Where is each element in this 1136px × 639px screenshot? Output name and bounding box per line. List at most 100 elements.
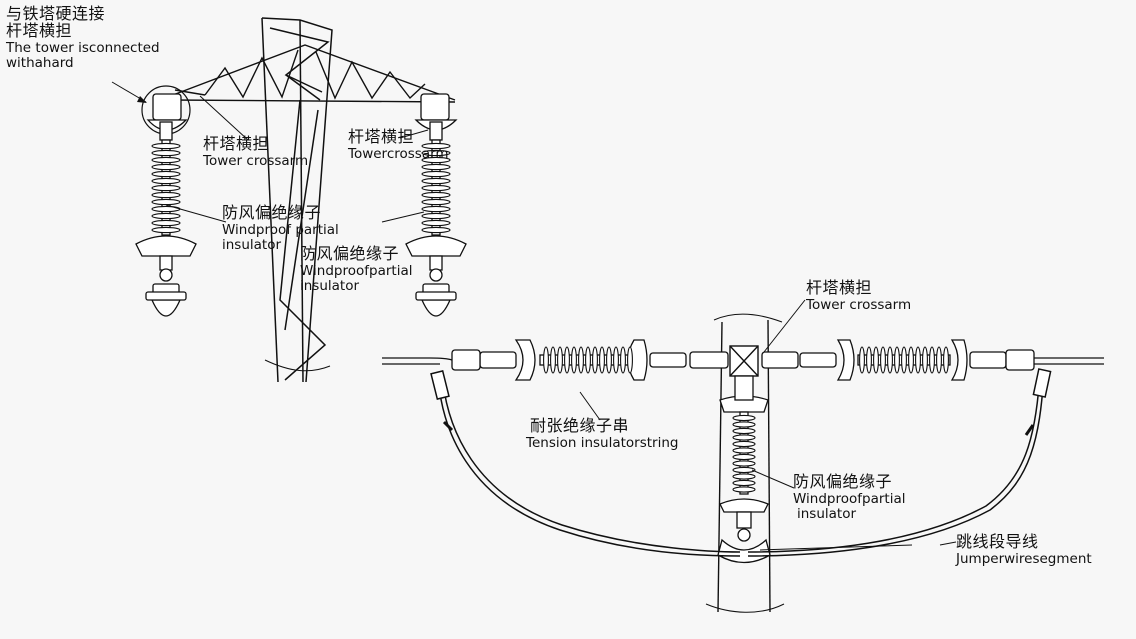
insulator-shed bbox=[543, 346, 549, 374]
insulator-shed bbox=[880, 346, 886, 374]
insulator-shed bbox=[151, 191, 181, 199]
insulator-shed bbox=[732, 486, 756, 493]
insulator-shed bbox=[859, 346, 865, 374]
crossarm-right-zh: 杆塔横担 bbox=[348, 127, 415, 146]
insulator-shed bbox=[732, 440, 756, 448]
insulator-shed bbox=[151, 205, 181, 213]
insulator-shed bbox=[732, 414, 756, 422]
insulator-shed bbox=[732, 453, 756, 461]
insulator-shed bbox=[421, 184, 451, 192]
insulator-shed bbox=[151, 163, 181, 171]
jumper-wire bbox=[430, 368, 1052, 557]
insulator-shed bbox=[151, 142, 181, 150]
insulator-shed bbox=[421, 198, 451, 206]
insulator-shed bbox=[873, 346, 879, 374]
insulator-shed bbox=[421, 156, 451, 164]
insulator-shed bbox=[564, 346, 570, 374]
insulator-shed bbox=[627, 346, 633, 374]
insulator-shed bbox=[421, 142, 451, 150]
crossarm-left-label: 杆塔横担 Tower crossarm bbox=[203, 135, 308, 168]
insulator-shed bbox=[915, 346, 921, 374]
insulator-shed bbox=[151, 219, 181, 227]
windproof-right-zh: 防风偏绝缘子 bbox=[300, 244, 400, 263]
upper-right-fitting bbox=[405, 235, 467, 317]
insulator-shed bbox=[421, 219, 451, 227]
insulator-shed bbox=[421, 163, 451, 171]
crossarm-lower-label: 杆塔横担 Tower crossarm bbox=[806, 278, 912, 313]
insulator-shed bbox=[557, 346, 563, 374]
windproof-left-en2: insulator bbox=[222, 236, 282, 253]
insulator-shed bbox=[151, 177, 181, 185]
tower-connection-en1: The tower isconnected bbox=[6, 39, 160, 56]
crossarm-right-label: 杆塔横担 Towercrossarm bbox=[348, 127, 449, 161]
insulator-shed bbox=[421, 226, 451, 234]
insulator-shed bbox=[732, 466, 756, 474]
insulator-shed bbox=[620, 346, 626, 374]
tension-left-sheds bbox=[543, 346, 633, 374]
insulator-shed bbox=[732, 447, 756, 454]
insulator-shed bbox=[151, 170, 181, 178]
insulator-shed bbox=[943, 346, 949, 374]
insulator-shed bbox=[571, 346, 577, 374]
windproof-left-label: 防风偏绝缘子 Windproof partial insulator bbox=[222, 203, 339, 253]
jumper-en: Jumperwiresegment bbox=[956, 550, 1092, 567]
insulator-shed bbox=[732, 421, 756, 428]
insulator-shed bbox=[887, 346, 893, 374]
upper-left-sheds bbox=[151, 142, 181, 234]
upper-left-fitting bbox=[135, 235, 197, 317]
tower-connection-zh: 与铁塔硬连接 bbox=[6, 4, 106, 23]
tension-string-zh: 耐张绝缘子串 bbox=[530, 416, 630, 435]
insulator-shed bbox=[421, 177, 451, 185]
windproof-right-line bbox=[381, 211, 425, 223]
insulator-shed bbox=[732, 460, 756, 467]
windproof-lower-en1: Windproofpartial bbox=[793, 490, 906, 507]
upper-right-sheds bbox=[421, 142, 451, 234]
crossarm-lower-en: Tower crossarm bbox=[806, 296, 912, 313]
insulator-shed bbox=[421, 212, 451, 220]
crossarm-lower-zh: 杆塔横担 bbox=[806, 278, 873, 297]
jumper-label: 跳线段导线 Jumperwiresegment bbox=[956, 532, 1092, 567]
insulator-shed bbox=[421, 170, 451, 178]
tension-string-en: Tension insulatorstring bbox=[526, 434, 679, 451]
insulator-shed bbox=[151, 184, 181, 192]
windproof-right-en2: insulator bbox=[300, 277, 360, 294]
insulator-shed bbox=[151, 226, 181, 234]
tower-connection-label: 与铁塔硬连接 杆塔横担 The tower isconnected withah… bbox=[6, 4, 160, 71]
lower-callout-lines bbox=[579, 391, 957, 551]
insulator-shed bbox=[732, 473, 756, 480]
insulator-shed bbox=[578, 346, 584, 374]
windproof-left-zh: 防风偏绝缘子 bbox=[222, 203, 322, 222]
tension-string-label: 耐张绝缘子串 Tension insulatorstring bbox=[526, 416, 679, 451]
tower-connection-en2: withahard bbox=[6, 54, 74, 71]
windproof-lower-en2: insulator bbox=[797, 505, 857, 522]
tower-connection-zh2: 杆塔横担 bbox=[6, 20, 73, 40]
windproof-lower-zh: 防风偏绝缘子 bbox=[793, 472, 893, 491]
insulator-shed bbox=[151, 149, 181, 157]
tension-right-sheds bbox=[859, 346, 949, 374]
insulator-shed bbox=[592, 346, 598, 374]
insulator-shed bbox=[151, 156, 181, 164]
insulator-shed bbox=[866, 346, 872, 374]
left-callout-line bbox=[199, 95, 249, 141]
insulator-shed bbox=[613, 346, 619, 374]
insulator-shed bbox=[908, 346, 914, 374]
windproof-left-en1: Windproof partial bbox=[222, 221, 339, 238]
insulator-shed bbox=[901, 346, 907, 374]
lower-tower bbox=[705, 313, 785, 613]
insulator-shed bbox=[421, 191, 451, 199]
lower-crossarm-block bbox=[729, 299, 806, 377]
insulator-shed bbox=[936, 346, 942, 374]
windproof-right-label: 防风偏绝缘子 Windproofpartial insulator bbox=[300, 244, 413, 294]
lower-vertical-sheds bbox=[732, 414, 756, 493]
insulator-shed bbox=[421, 149, 451, 157]
upper-tower bbox=[261, 17, 333, 383]
insulator-shed bbox=[732, 434, 756, 441]
insulator-shed bbox=[599, 346, 605, 374]
windproof-right-en1: Windproofpartial bbox=[300, 262, 413, 279]
insulator-shed bbox=[151, 198, 181, 206]
jumper-zh: 跳线段导线 bbox=[956, 532, 1039, 551]
insulator-shed bbox=[151, 212, 181, 220]
insulator-shed bbox=[732, 479, 756, 487]
right-callout-line bbox=[399, 129, 429, 139]
